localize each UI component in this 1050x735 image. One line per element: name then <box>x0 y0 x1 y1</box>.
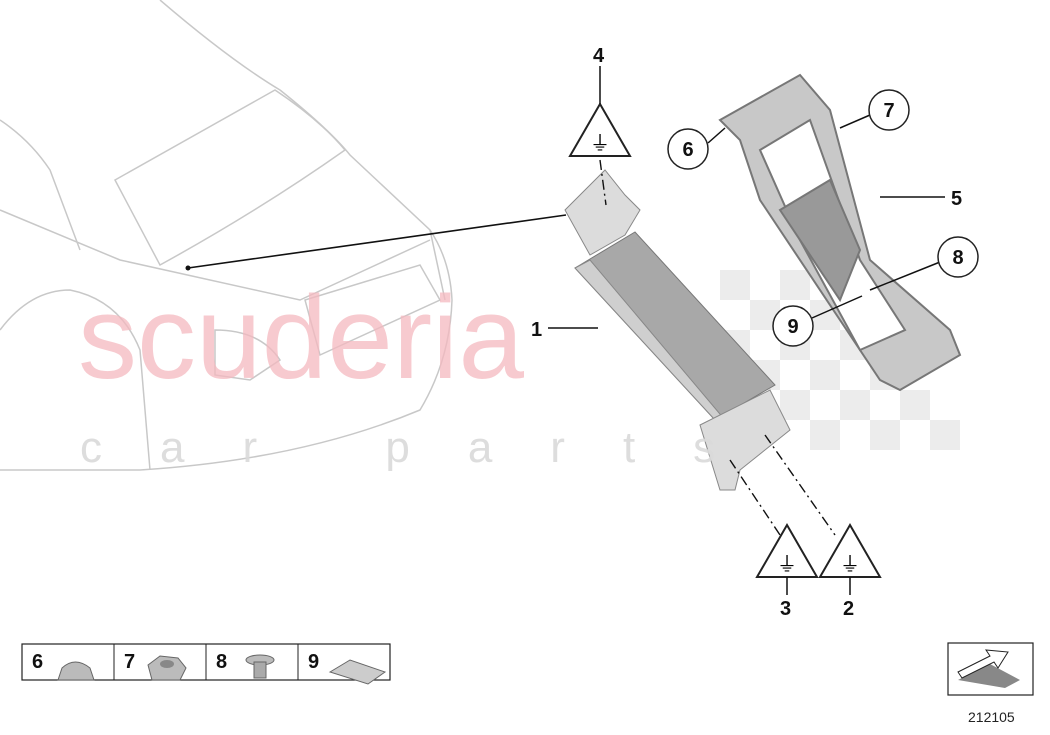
watermark-tagline: car parts <box>80 423 773 472</box>
clip-nut-icon <box>328 659 387 685</box>
svg-text:7: 7 <box>124 651 135 673</box>
callout-5[interactable]: 5 <box>880 188 962 210</box>
callout-8[interactable]: 8 <box>869 236 979 291</box>
svg-text:1: 1 <box>531 319 542 341</box>
callout-2[interactable]: 2 <box>843 598 854 620</box>
legend-item-8[interactable]: 8 <box>216 651 275 679</box>
warning-triangle-2: ⏚ <box>818 522 882 595</box>
location-leader <box>187 214 567 269</box>
callout-3[interactable]: 3 <box>780 598 791 620</box>
svg-text:9: 9 <box>787 316 798 338</box>
dash-lines <box>599 159 836 536</box>
svg-text:6: 6 <box>32 651 43 673</box>
orientation-symbol <box>947 642 1034 696</box>
nut-icon <box>57 661 95 681</box>
svg-text:9: 9 <box>308 651 319 673</box>
callout-7[interactable]: 7 <box>839 89 910 131</box>
plug-icon: ⏚ <box>840 554 860 576</box>
legend-item-7[interactable]: 7 <box>124 651 187 681</box>
direction-arrow-icon <box>958 664 1020 688</box>
svg-text:5: 5 <box>951 188 962 210</box>
plug-icon: ⏚ <box>777 554 797 576</box>
svg-text:6: 6 <box>682 139 693 161</box>
car-outline <box>0 0 453 471</box>
legend-item-9[interactable]: 9 <box>308 651 387 685</box>
control-module <box>564 169 791 491</box>
watermark: scuderia car parts <box>78 272 773 472</box>
location-dot <box>185 265 191 271</box>
svg-text:8: 8 <box>952 247 963 269</box>
warning-triangle-3: ⏚ <box>755 522 819 595</box>
warning-triangle-4: ⏚ <box>568 66 632 157</box>
svg-text:7: 7 <box>883 100 894 122</box>
svg-text:3: 3 <box>780 598 791 620</box>
callout-1[interactable]: 1 <box>531 319 598 341</box>
svg-text:8: 8 <box>216 651 227 673</box>
svg-text:2: 2 <box>843 598 854 620</box>
diagram-code: 212105 <box>968 709 1015 725</box>
plug-icon: ⏚ <box>590 133 610 155</box>
mounting-bracket <box>718 73 962 392</box>
watermark-brand: scuderia <box>78 272 524 404</box>
legend-item-6[interactable]: 6 <box>32 651 95 681</box>
bolt-icon <box>245 654 275 679</box>
callout-9[interactable]: 9 <box>772 295 863 347</box>
callout-6[interactable]: 6 <box>667 127 726 170</box>
parts-legend: 6 7 8 9 <box>21 643 391 685</box>
svg-text:4: 4 <box>593 45 605 67</box>
callout-4[interactable]: 4 <box>593 45 605 67</box>
